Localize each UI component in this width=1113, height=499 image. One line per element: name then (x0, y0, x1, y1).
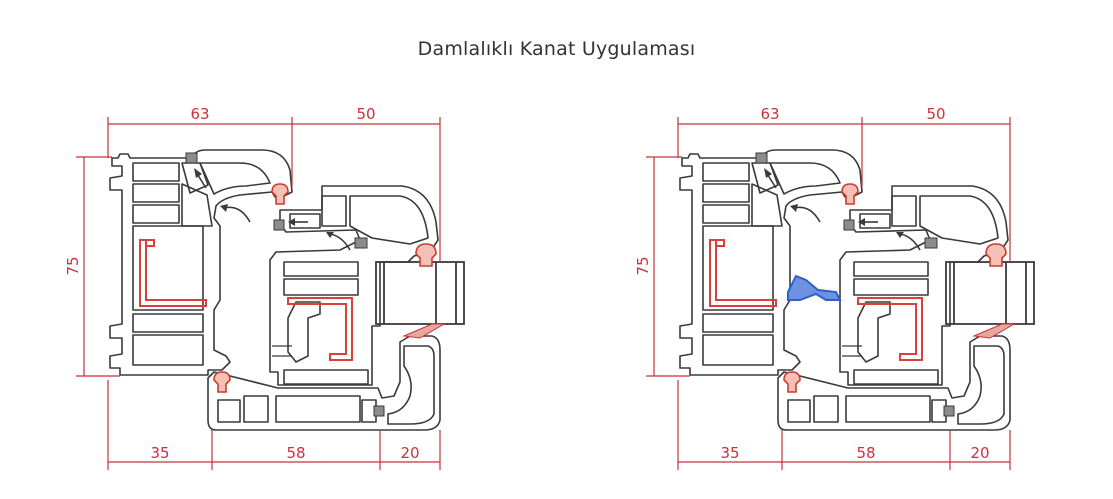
left-dim-top-50: 50 (356, 105, 375, 123)
right-dim-top-63: 63 (760, 105, 779, 123)
right-dim-bottom-35: 35 (720, 444, 739, 462)
right-dim-bottom-58: 58 (856, 444, 875, 462)
section-left-drawing (75, 116, 465, 471)
right-dim-side-75: 75 (634, 256, 652, 275)
drip-profile (787, 274, 842, 301)
diagram-title: Damlalıklı Kanat Uygulaması (417, 38, 696, 60)
left-dim-top-63: 63 (190, 105, 209, 123)
left-dim-side-75: 75 (64, 256, 82, 275)
right-dim-top-50: 50 (926, 105, 945, 123)
right-dim-bottom-20: 20 (970, 444, 989, 462)
section-right-drawing (645, 116, 1035, 471)
section-left: 63 50 75 35 58 20 (64, 105, 465, 471)
left-dim-bottom-20: 20 (400, 444, 419, 462)
section-right: 63 50 75 35 58 20 (634, 105, 1035, 471)
left-dim-bottom-35: 35 (150, 444, 169, 462)
left-dim-bottom-58: 58 (286, 444, 305, 462)
